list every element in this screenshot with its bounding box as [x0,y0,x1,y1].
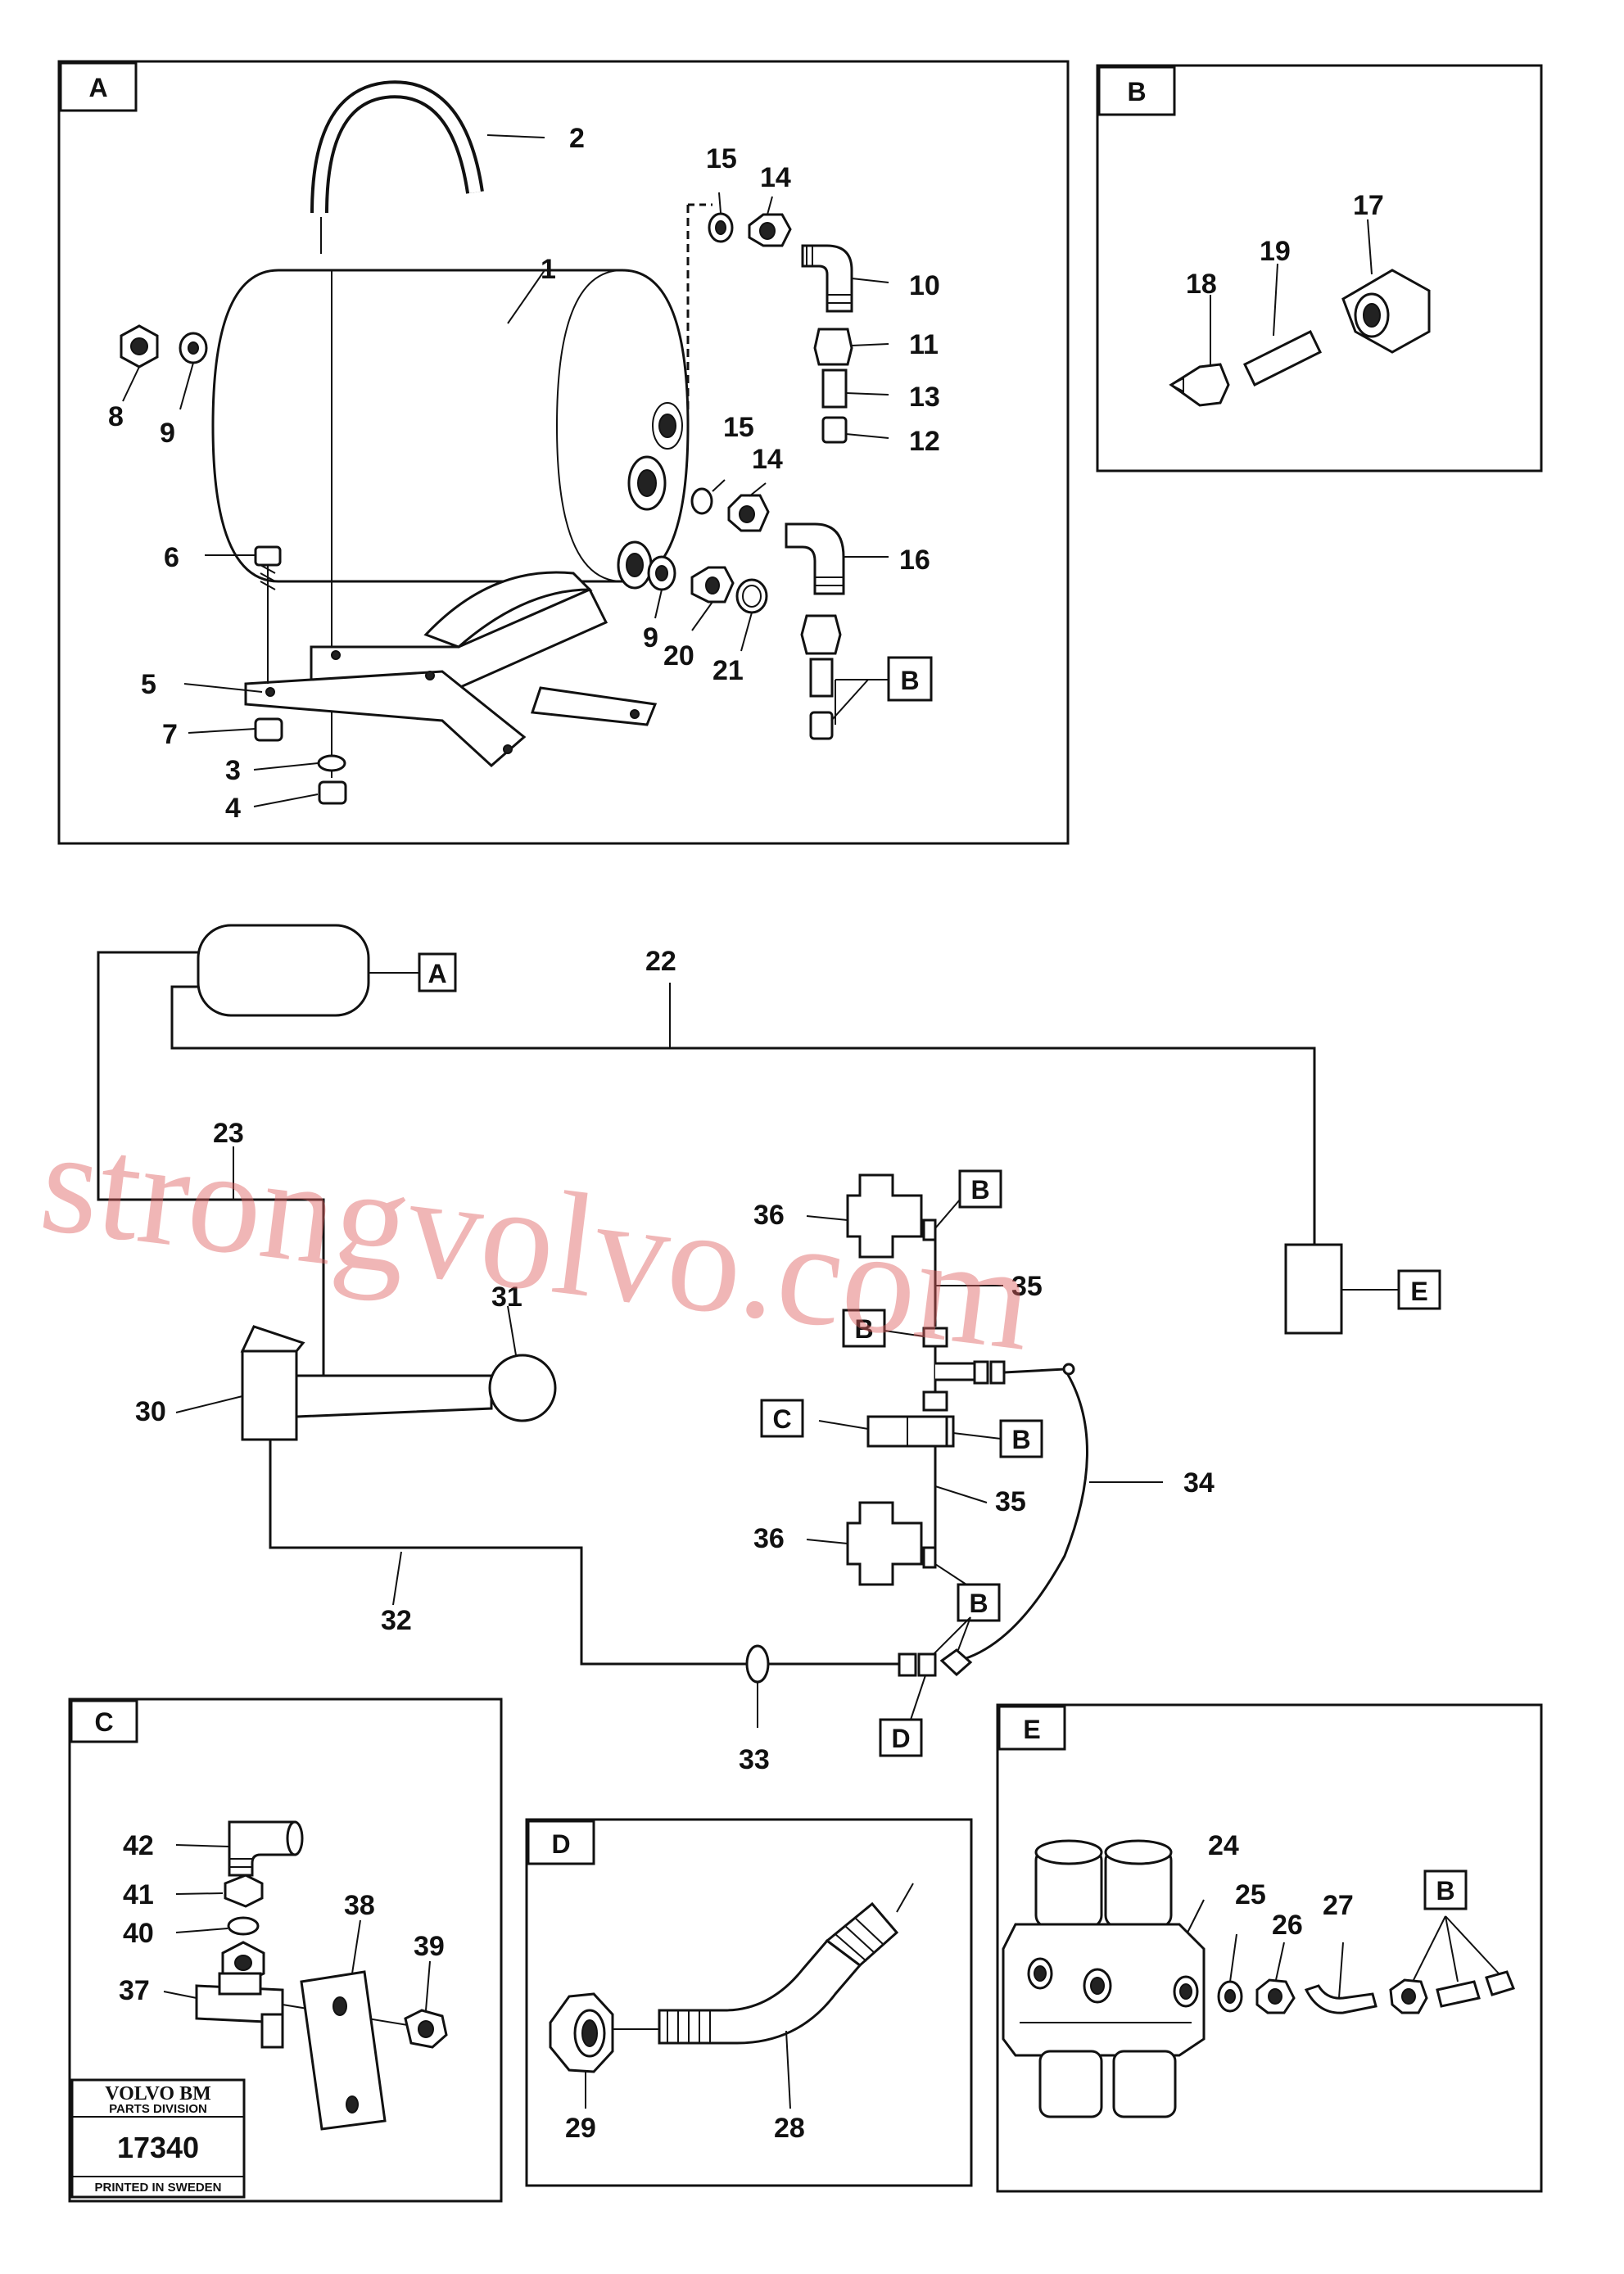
ref-b-in-panel-a: B [900,666,919,695]
panel-e: E [996,1703,1543,2193]
callout-36-upper: 36 [753,1200,785,1231]
callout-7: 7 [162,719,178,750]
air-tank [211,269,690,590]
callout-31: 31 [491,1282,522,1313]
ref-b-4: B [969,1589,988,1618]
callout-41: 41 [123,1879,154,1910]
callout-10: 10 [909,270,940,301]
callout-2: 2 [569,123,585,154]
panel-d-parts [549,1883,914,2109]
callout-18: 18 [1186,269,1217,300]
callout-23: 23 [213,1118,244,1149]
panel-a-label: A [88,73,107,102]
callout-27: 27 [1323,1890,1354,1921]
panel-d-label: D [551,1829,570,1859]
stamp-division: PARTS DIVISION [109,2102,207,2116]
panel-c: C 42 41 40 37 3 [68,1698,503,2203]
ref-b-5: B [1436,1876,1454,1906]
callout-32: 32 [381,1605,412,1636]
panel-e-fittings: B [1187,1869,1515,2014]
callout-13: 13 [909,382,940,413]
callout-19: 19 [1260,236,1291,267]
volvo-bm-parts-stamp: VOLVO BM PARTS DIVISION 17340 PRINTED IN… [70,2078,246,2199]
callout-11: 11 [909,329,939,360]
plug-8-washer-9 [120,324,208,368]
callout-33: 33 [739,1744,770,1775]
stamp-brand: VOLVO BM [105,2083,211,2104]
ref-d-schematic: D [891,1724,910,1753]
stamp-printed: PRINTED IN SWEDEN [94,2181,221,2195]
panel-a-leaders [122,134,889,807]
callout-5: 5 [141,669,156,700]
stamp-number: 17340 [117,2131,199,2164]
tank-cradle [244,571,658,768]
panel-e-label: E [1023,1715,1040,1744]
callout-42: 42 [123,1830,154,1861]
callout-25: 25 [1235,1879,1266,1910]
callout-6: 6 [164,542,179,573]
ref-c-schematic: C [772,1404,791,1434]
callout-9-lower: 9 [643,622,658,653]
system-schematic: A E B B [97,924,1441,1775]
ref-a-tank: A [427,959,446,988]
callout-17: 17 [1353,190,1384,221]
callout-28: 28 [774,2113,805,2144]
callout-8: 8 [108,401,124,432]
ref-e-schematic: E [1410,1277,1427,1306]
callout-35-lower: 35 [995,1486,1026,1517]
callout-14-top: 14 [760,162,791,193]
middle-fittings [690,487,897,740]
callout-30: 30 [135,1396,166,1427]
panel-a-callouts: 2 1 8 9 6 5 7 3 4 15 14 10 11 13 12 15 1… [108,123,940,824]
watermark: strongvolvo.com [33,1098,1040,1381]
callout-26: 26 [1272,1910,1303,1941]
callout-34: 34 [1183,1467,1215,1499]
callout-21: 21 [712,655,744,686]
ref-b-2: B [854,1314,873,1344]
callout-9-left: 9 [160,418,175,449]
callout-20: 20 [663,640,694,671]
callout-15-mid: 15 [723,412,754,443]
callout-38: 38 [344,1890,375,1921]
callout-24: 24 [1208,1830,1239,1861]
callout-16: 16 [899,545,930,576]
mounting-hardware [254,545,347,805]
callout-15-top: 15 [706,143,737,174]
lower-fittings [647,555,768,614]
callout-37: 37 [119,1975,150,2006]
callout-36-lower: 36 [753,1523,785,1554]
panel-b-label: B [1127,77,1146,106]
panel-c-label: C [94,1707,113,1737]
callout-1: 1 [541,254,556,285]
ref-b-3: B [1011,1425,1030,1454]
ref-b-1: B [970,1175,989,1205]
callout-4: 4 [225,793,241,824]
panel-c-parts [163,1820,448,2131]
callout-29: 29 [565,2113,596,2144]
callout-14-mid: 14 [752,444,783,475]
callout-22: 22 [645,946,676,977]
callout-35-upper: 35 [1011,1271,1043,1302]
panel-d: D 29 28 [525,1818,973,2187]
callout-39: 39 [414,1931,445,1962]
panel-a: A [57,60,1070,845]
callout-40: 40 [123,1918,154,1949]
upper-fittings [686,203,853,444]
callout-12: 12 [909,426,940,457]
relay-valve-24 [1002,1839,1206,2118]
panel-b: B 18 19 17 [1096,64,1543,472]
callout-3: 3 [225,755,241,786]
panel-b-parts [1169,219,1431,407]
